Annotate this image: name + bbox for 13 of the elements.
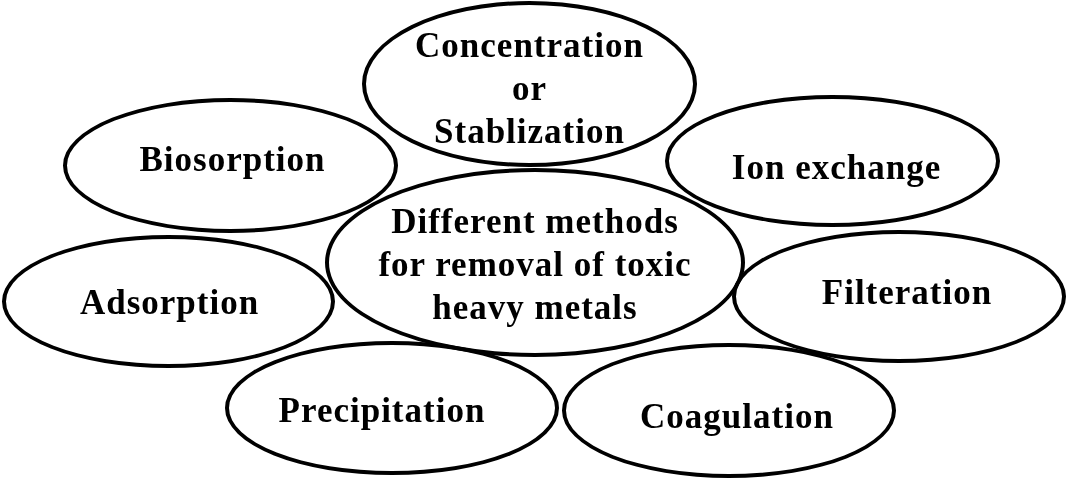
ellipse-label: Ion exchange bbox=[731, 146, 942, 189]
ellipse-label: Filteration bbox=[821, 272, 993, 314]
ellipse-label: Biosorption bbox=[139, 139, 326, 181]
ellipse bbox=[362, 1, 697, 167]
ellipse-label: Different methods for removal of toxic heavy metals bbox=[377, 201, 693, 329]
ellipse bbox=[2, 235, 335, 368]
ellipse-label: Concentration or Stablization bbox=[415, 24, 644, 153]
ellipse bbox=[732, 230, 1066, 363]
ellipse-label: Precipitation bbox=[278, 389, 486, 432]
ellipse bbox=[562, 343, 896, 478]
ellipse bbox=[225, 341, 559, 475]
ellipse-label: Adsorption bbox=[79, 282, 260, 324]
ellipse-label: Coagulation bbox=[640, 396, 834, 438]
